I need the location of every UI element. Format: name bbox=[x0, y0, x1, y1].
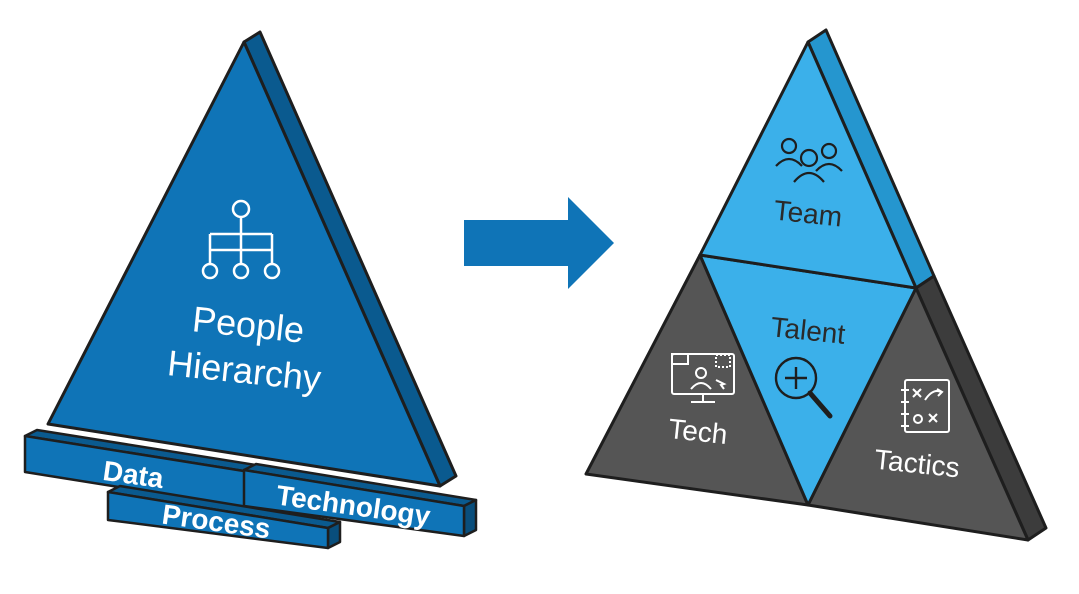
right-arrow-icon bbox=[464, 197, 614, 289]
tech-label: Tech bbox=[667, 413, 729, 450]
process-bar: Process bbox=[106, 484, 342, 550]
people-group-icon bbox=[775, 137, 843, 183]
right-pyramid: Team Talent Tech bbox=[584, 28, 1048, 542]
computer-user-icon bbox=[671, 353, 735, 403]
team-label: Team bbox=[772, 195, 843, 233]
left-pyramid: People Hierarchy Data Process Technology bbox=[23, 30, 478, 550]
technology-bar: Technology bbox=[242, 462, 478, 538]
playbook-icon bbox=[901, 379, 950, 433]
magnifier-plus-icon bbox=[774, 356, 833, 419]
org-chart-icon bbox=[201, 199, 281, 280]
